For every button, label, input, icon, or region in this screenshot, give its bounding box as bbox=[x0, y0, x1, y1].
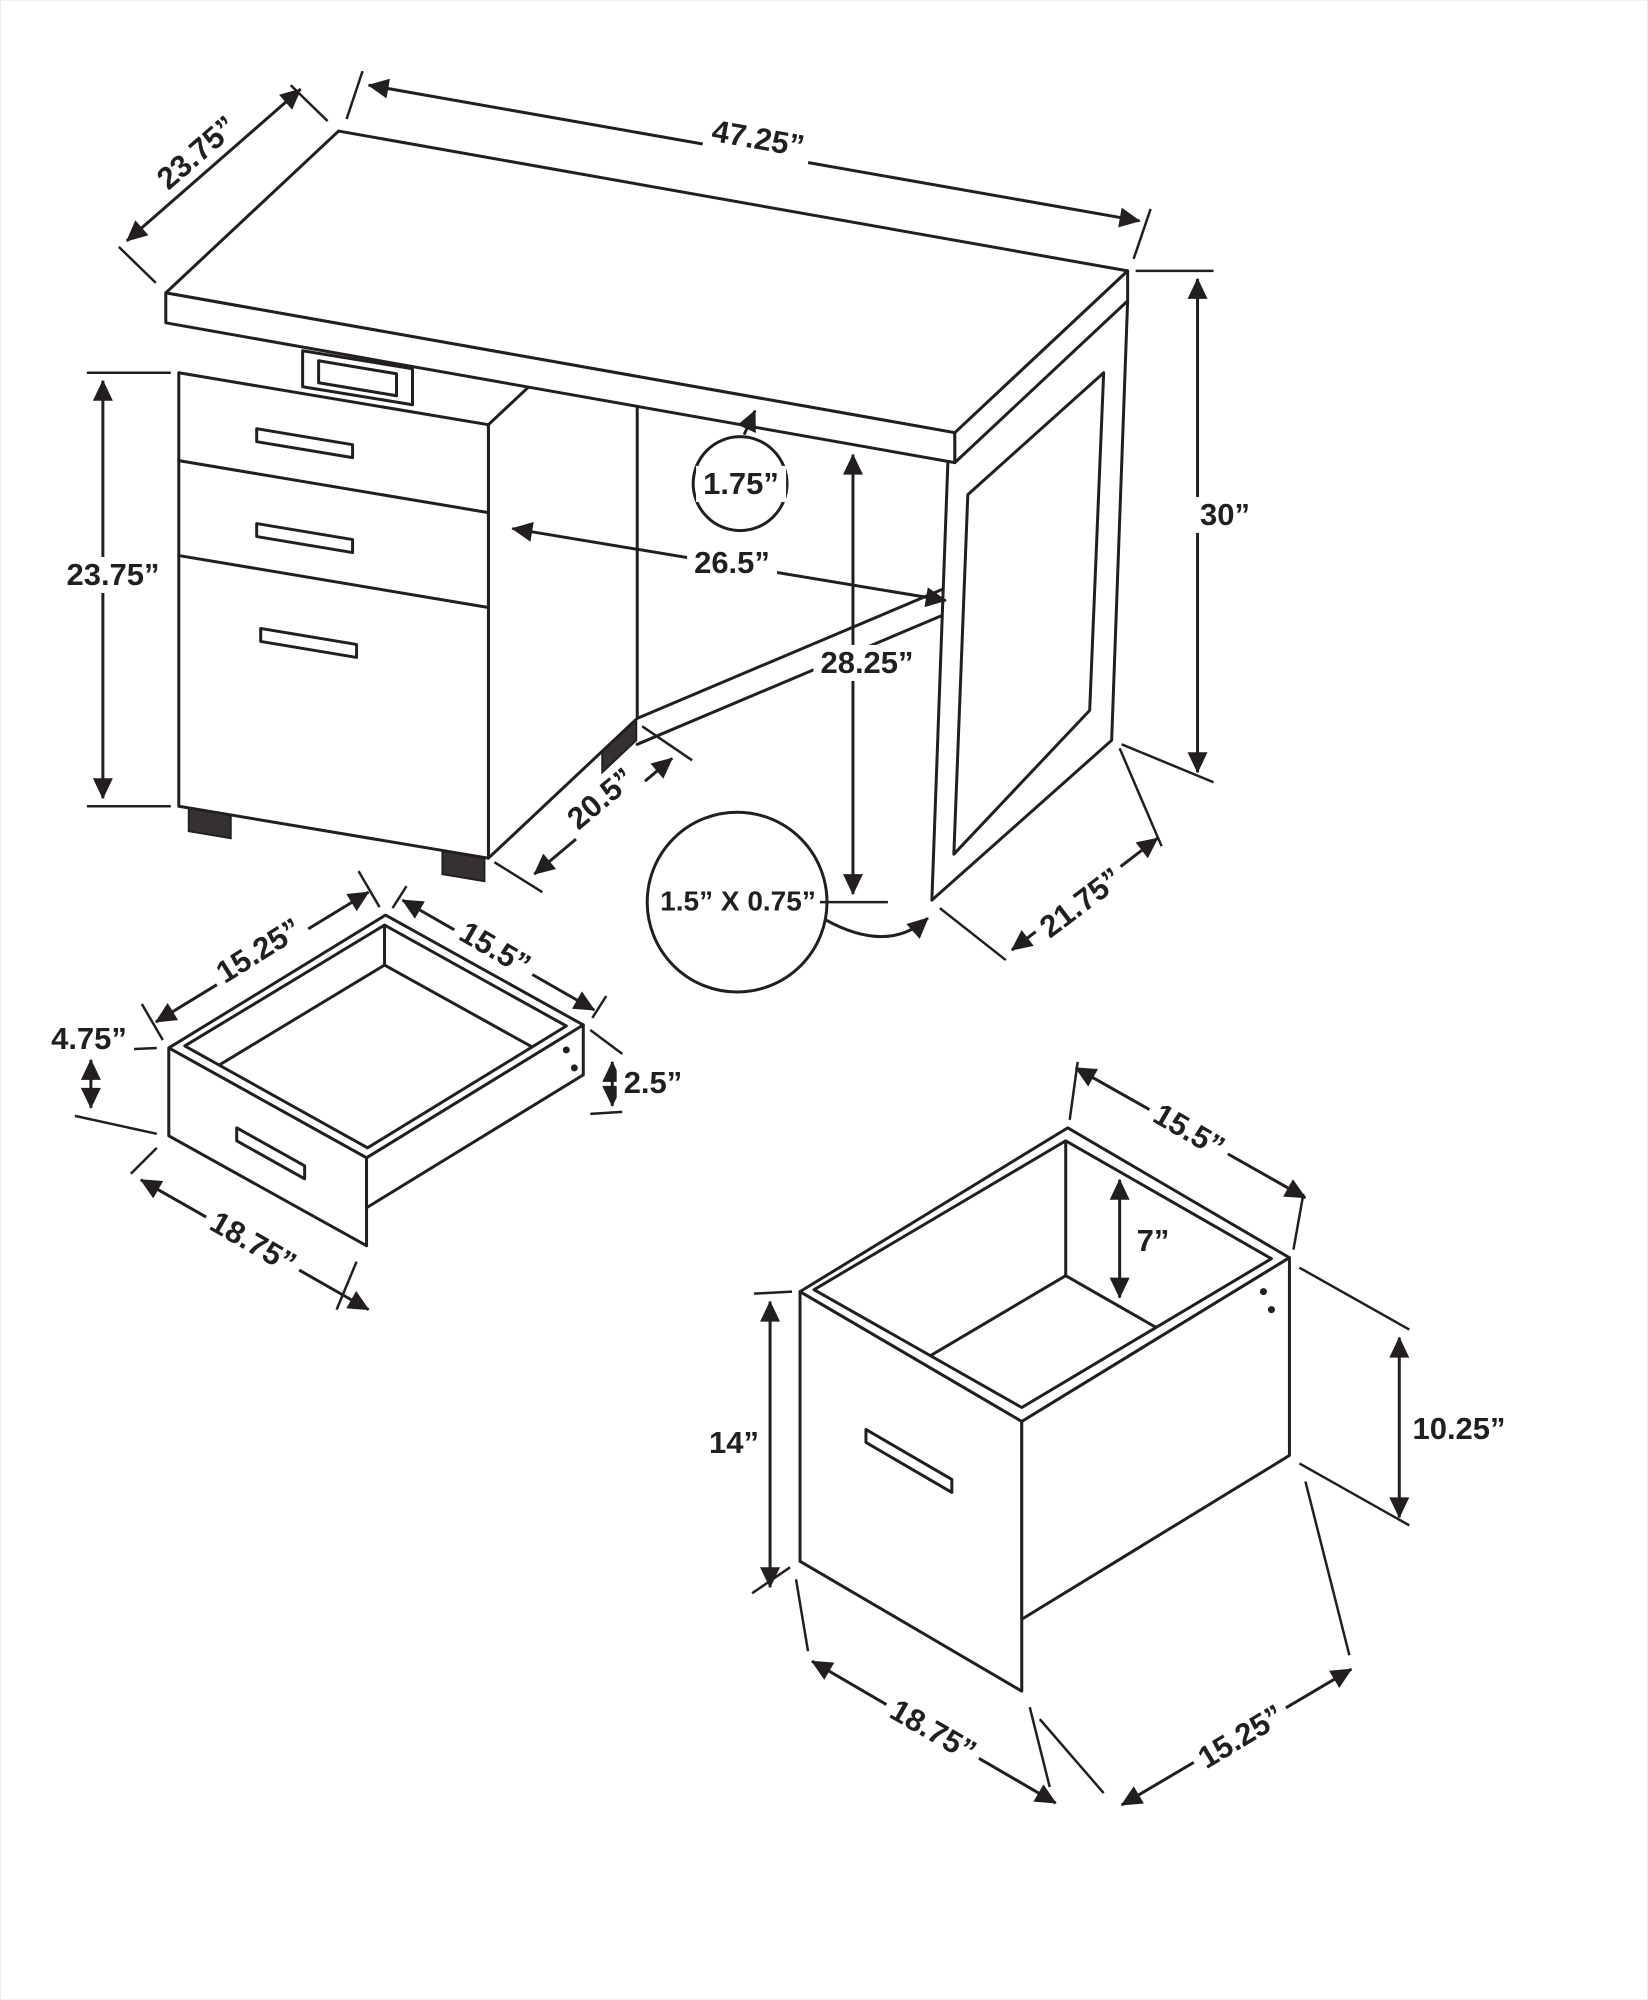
dim-label-file-drawer-front-height: 14” bbox=[702, 1424, 766, 1462]
dim-label-desk-cabinet-height: 23.75” bbox=[59, 556, 167, 594]
drawer-file bbox=[798, 1126, 1291, 1693]
dim-label-desk-top-thickness: 1.75” bbox=[696, 465, 786, 503]
dim-label-file-drawer-inner-top-depth: 7” bbox=[1129, 1222, 1177, 1260]
dim-label-file-drawer-side-height: 10.25” bbox=[1405, 1410, 1513, 1448]
dim-label-small-drawer-side-height: 2.5” bbox=[616, 1064, 690, 1102]
callout-circle-leg-profile bbox=[645, 810, 829, 994]
dim-label-small-drawer-front-height: 4.75” bbox=[44, 1020, 134, 1058]
dim-label-desk-leg-profile: 1.5” X 0.75” bbox=[657, 885, 819, 919]
dim-label-desk-knee-clearance: 26.5” bbox=[687, 544, 777, 582]
desk-isometric bbox=[164, 129, 1130, 902]
dim-label-desk-clearance-height: 28.25” bbox=[813, 644, 921, 682]
dim-label-desk-overall-height: 30” bbox=[1193, 496, 1257, 534]
